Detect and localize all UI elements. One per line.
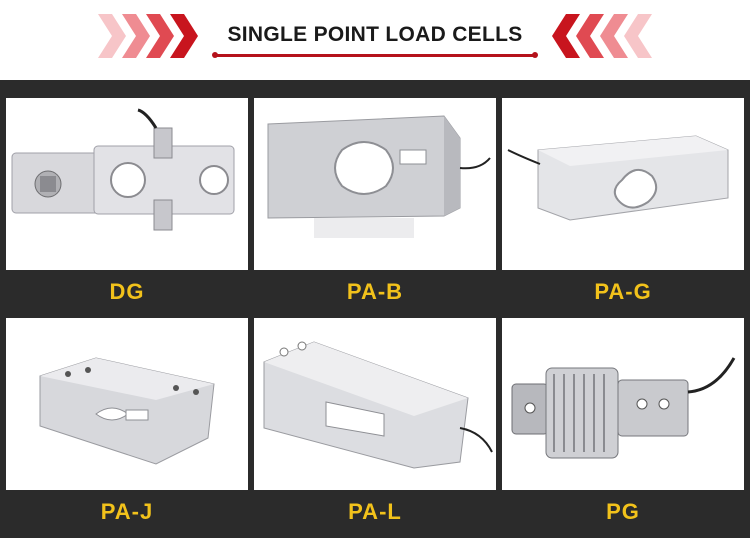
dg-load-cell-image [6, 98, 248, 270]
product-card-pa-l[interactable]: PA-L [254, 318, 496, 534]
product-card-pg[interactable]: PG [502, 318, 744, 534]
pa-b-load-cell-image [254, 98, 496, 270]
product-grid: DG PA-B PA-G [0, 80, 750, 538]
product-label: PA-L [348, 499, 402, 524]
product-label: PA-B [346, 279, 404, 304]
product-label: PA-J [100, 499, 154, 524]
product-label: PG [606, 499, 640, 524]
product-card-pa-g[interactable]: PA-G [502, 98, 744, 314]
pa-j-load-cell-image [6, 318, 248, 490]
pa-g-load-cell-image [502, 98, 744, 270]
product-label: DG [109, 279, 145, 304]
chevrons-left-icon [98, 14, 198, 58]
header-banner: SINGLE POINT LOAD CELLS [0, 0, 750, 80]
title-underline [212, 52, 538, 58]
product-card-pa-j[interactable]: PA-J [6, 318, 248, 534]
pa-l-load-cell-image [254, 318, 496, 490]
product-card-dg[interactable]: DG [6, 98, 248, 314]
product-label: PA-G [594, 279, 652, 304]
page-title: SINGLE POINT LOAD CELLS [227, 23, 523, 46]
chevrons-right-icon [552, 14, 652, 58]
product-card-pa-b[interactable]: PA-B [254, 98, 496, 314]
pg-load-cell-image [502, 318, 744, 490]
